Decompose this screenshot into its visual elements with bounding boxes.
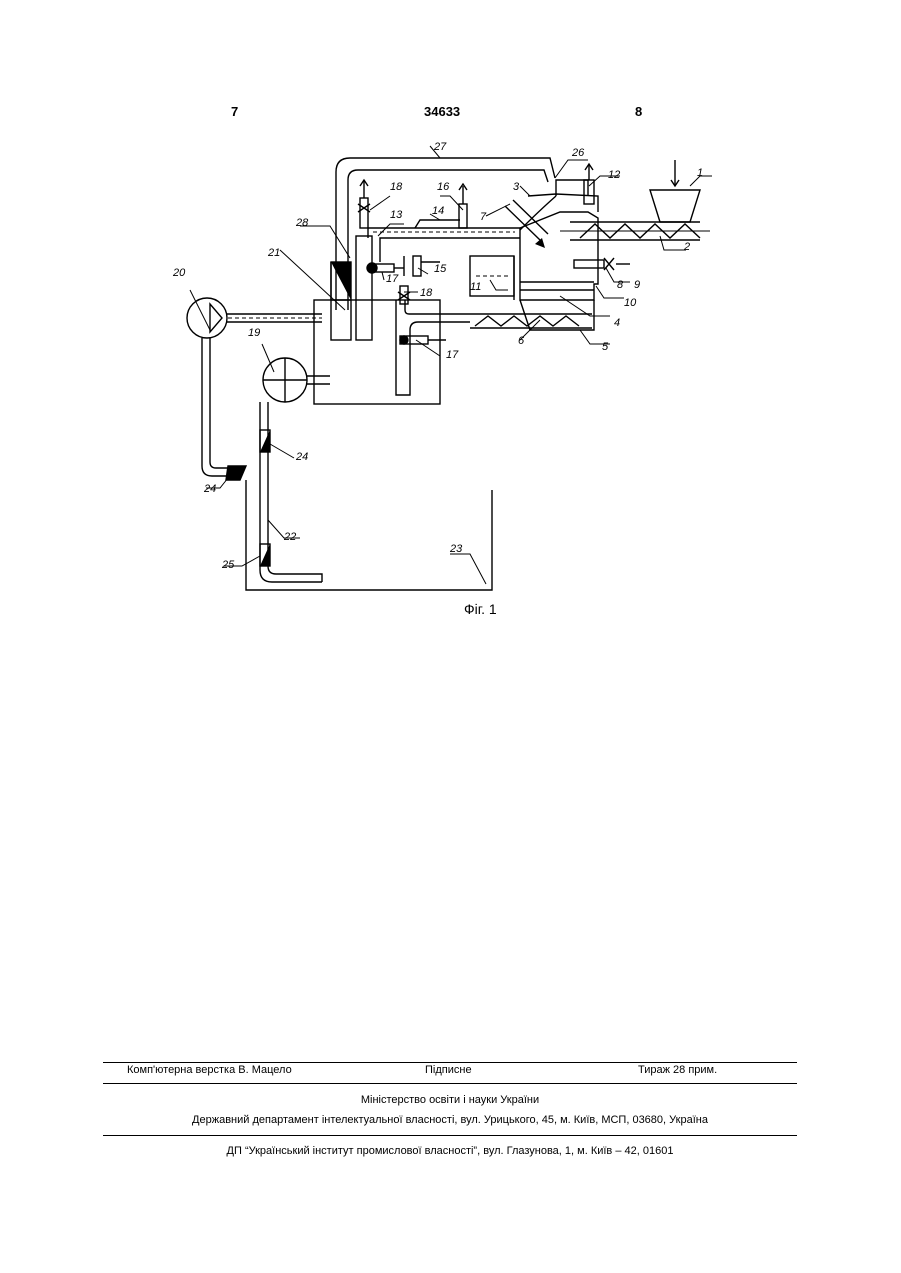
circulation-note: Тираж 28 прим. (638, 1064, 717, 1076)
label-24-right: 24 (295, 451, 308, 463)
footer-rule-top (103, 1062, 797, 1063)
label-4: 4 (614, 317, 620, 329)
duct-18-17 (396, 256, 470, 395)
department-line: Державний департамент інтелектуальної вл… (103, 1114, 797, 1126)
label-20: 20 (172, 267, 186, 279)
layout-credit: Комп'ютерна верстка В. Мацело (127, 1064, 292, 1076)
label-11: 11 (470, 281, 481, 293)
label-9: 9 (634, 279, 640, 291)
chamber (470, 194, 598, 300)
publisher-line: ДП “Український інститут промислової вла… (103, 1145, 797, 1157)
channel-13 (368, 228, 520, 262)
auger-6 (470, 314, 592, 328)
fan-17-upper (367, 263, 404, 273)
label-5: 5 (602, 341, 609, 353)
element-12 (584, 164, 594, 204)
label-27: 27 (433, 141, 447, 153)
label-16: 16 (437, 181, 450, 193)
cone-3 (520, 180, 594, 330)
footer-rule-middle (103, 1083, 797, 1084)
element-16 (459, 184, 467, 228)
label-22: 22 (283, 531, 296, 543)
label-6: 6 (518, 335, 525, 347)
figure-caption: Фіг. 1 (464, 601, 497, 617)
label-15: 15 (434, 263, 447, 275)
signed-note: Підписне (425, 1064, 472, 1076)
label-21: 21 (267, 247, 280, 259)
label-12: 12 (608, 169, 620, 181)
label-10: 10 (624, 297, 637, 309)
pipe-20-24 (202, 338, 246, 480)
auger-2 (560, 222, 710, 240)
label-1: 1 (697, 167, 703, 179)
part-labels: 1 2 3 4 5 6 7 8 9 10 11 12 13 14 15 16 1… (172, 141, 703, 571)
label-19: 19 (248, 327, 260, 339)
label-2: 2 (683, 241, 690, 253)
fan-19 (263, 358, 330, 402)
element-14 (415, 220, 460, 228)
label-28: 28 (295, 217, 309, 229)
label-13: 13 (390, 209, 403, 221)
label-26: 26 (571, 147, 585, 159)
footer-rule-bottom (103, 1135, 797, 1136)
label-7: 7 (480, 211, 487, 223)
label-24-left: 24 (203, 483, 216, 495)
hopper-1 (650, 160, 700, 222)
label-18-lower: 18 (420, 287, 433, 299)
valve-18-top (358, 180, 370, 228)
label-14: 14 (432, 205, 444, 217)
patent-figure-1: 1 2 3 4 5 6 7 8 9 10 11 12 13 14 15 16 1… (0, 0, 901, 640)
label-23: 23 (449, 543, 463, 555)
label-17-upper: 17 (386, 273, 399, 285)
pipe-22 (260, 402, 322, 582)
elements-8-9 (574, 258, 630, 270)
label-17-lower: 17 (446, 349, 459, 361)
label-25: 25 (221, 559, 235, 571)
ministry-line: Міністерство освіти і науки України (103, 1094, 797, 1106)
label-3: 3 (513, 181, 520, 193)
label-18-upper: 18 (390, 181, 403, 193)
label-8: 8 (617, 279, 624, 291)
